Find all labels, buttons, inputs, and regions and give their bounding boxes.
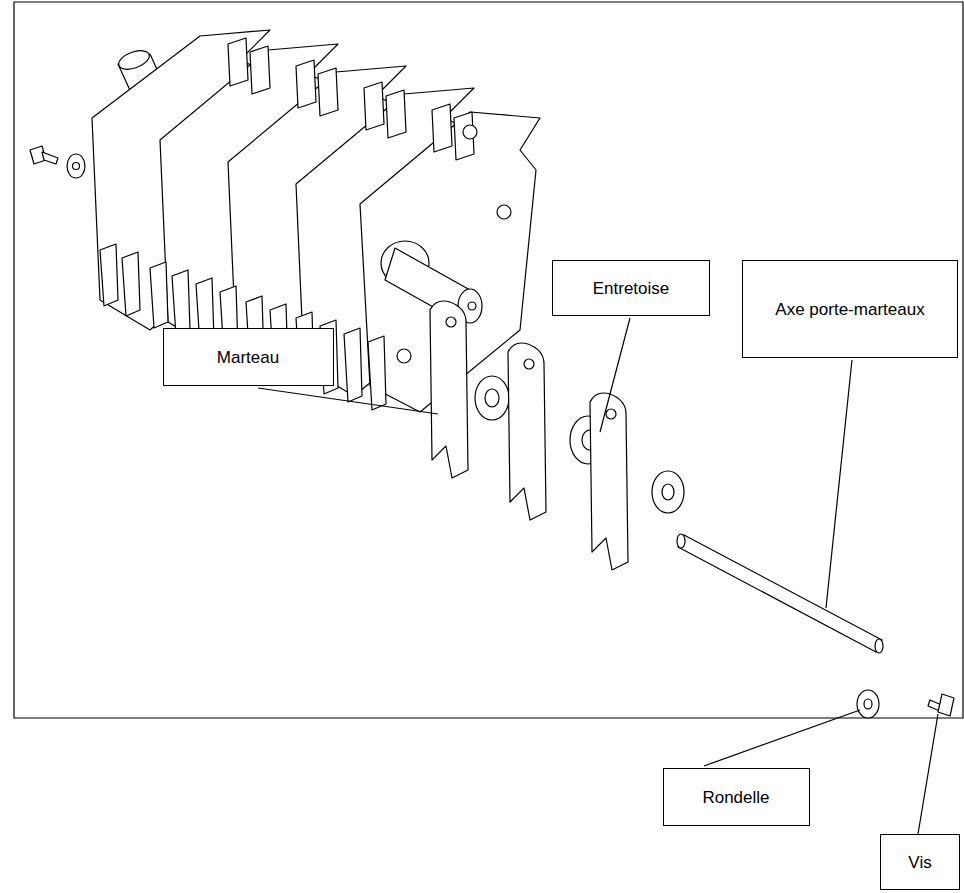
callout-box: Rondelle (663, 768, 810, 826)
part-name: Vis (908, 852, 931, 873)
callout-box: Marteau (163, 328, 334, 386)
exploded-parts (430, 301, 684, 570)
callout-box: Vis (880, 834, 960, 890)
leader-lines (258, 318, 938, 834)
part-name: Axe porte-marteaux (775, 299, 924, 320)
left-screw-washer (30, 146, 85, 178)
callout-box: Entretoise (552, 260, 710, 316)
part-name: Marteau (217, 347, 279, 368)
washer-screw (857, 690, 954, 718)
rotor (92, 30, 540, 412)
part-name: Entretoise (593, 278, 670, 299)
axe-porte-marteaux (677, 534, 883, 653)
callout-box: Axe porte-marteaux (742, 260, 958, 358)
part-name: Rondelle (702, 787, 769, 808)
frame (14, 2, 963, 718)
